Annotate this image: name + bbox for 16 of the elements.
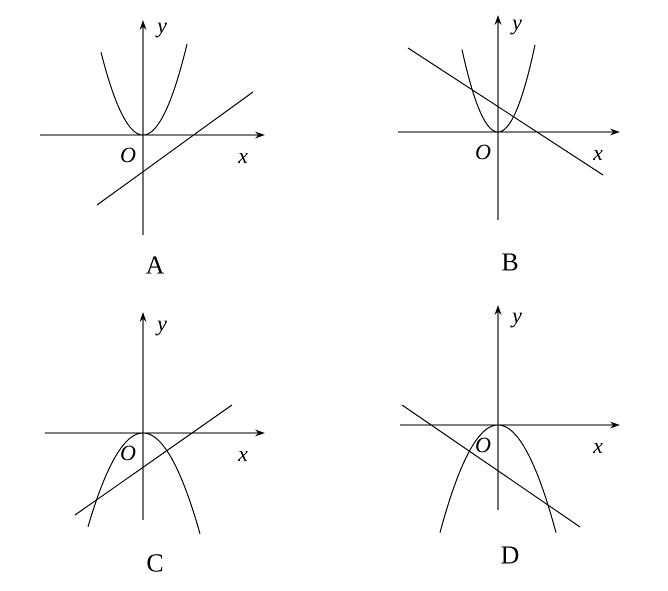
origin-label: O: [476, 144, 490, 160]
panel-label: A: [146, 256, 164, 274]
panel-label: C: [147, 554, 162, 572]
axis-label: x: [592, 150, 603, 160]
origin-label: O: [121, 446, 136, 460]
origin-label: O: [476, 438, 490, 452]
axis-label: y: [510, 20, 522, 34]
panel-label: B: [502, 253, 518, 271]
axis-label: y: [155, 22, 167, 38]
axis-label: x: [238, 450, 248, 462]
panel-label: D: [501, 546, 518, 564]
axis-label: y: [155, 320, 167, 336]
axis-label: y: [510, 312, 522, 328]
origin-label: O: [121, 148, 136, 162]
axis-label: x: [238, 152, 248, 164]
axis-label: x: [592, 442, 603, 454]
